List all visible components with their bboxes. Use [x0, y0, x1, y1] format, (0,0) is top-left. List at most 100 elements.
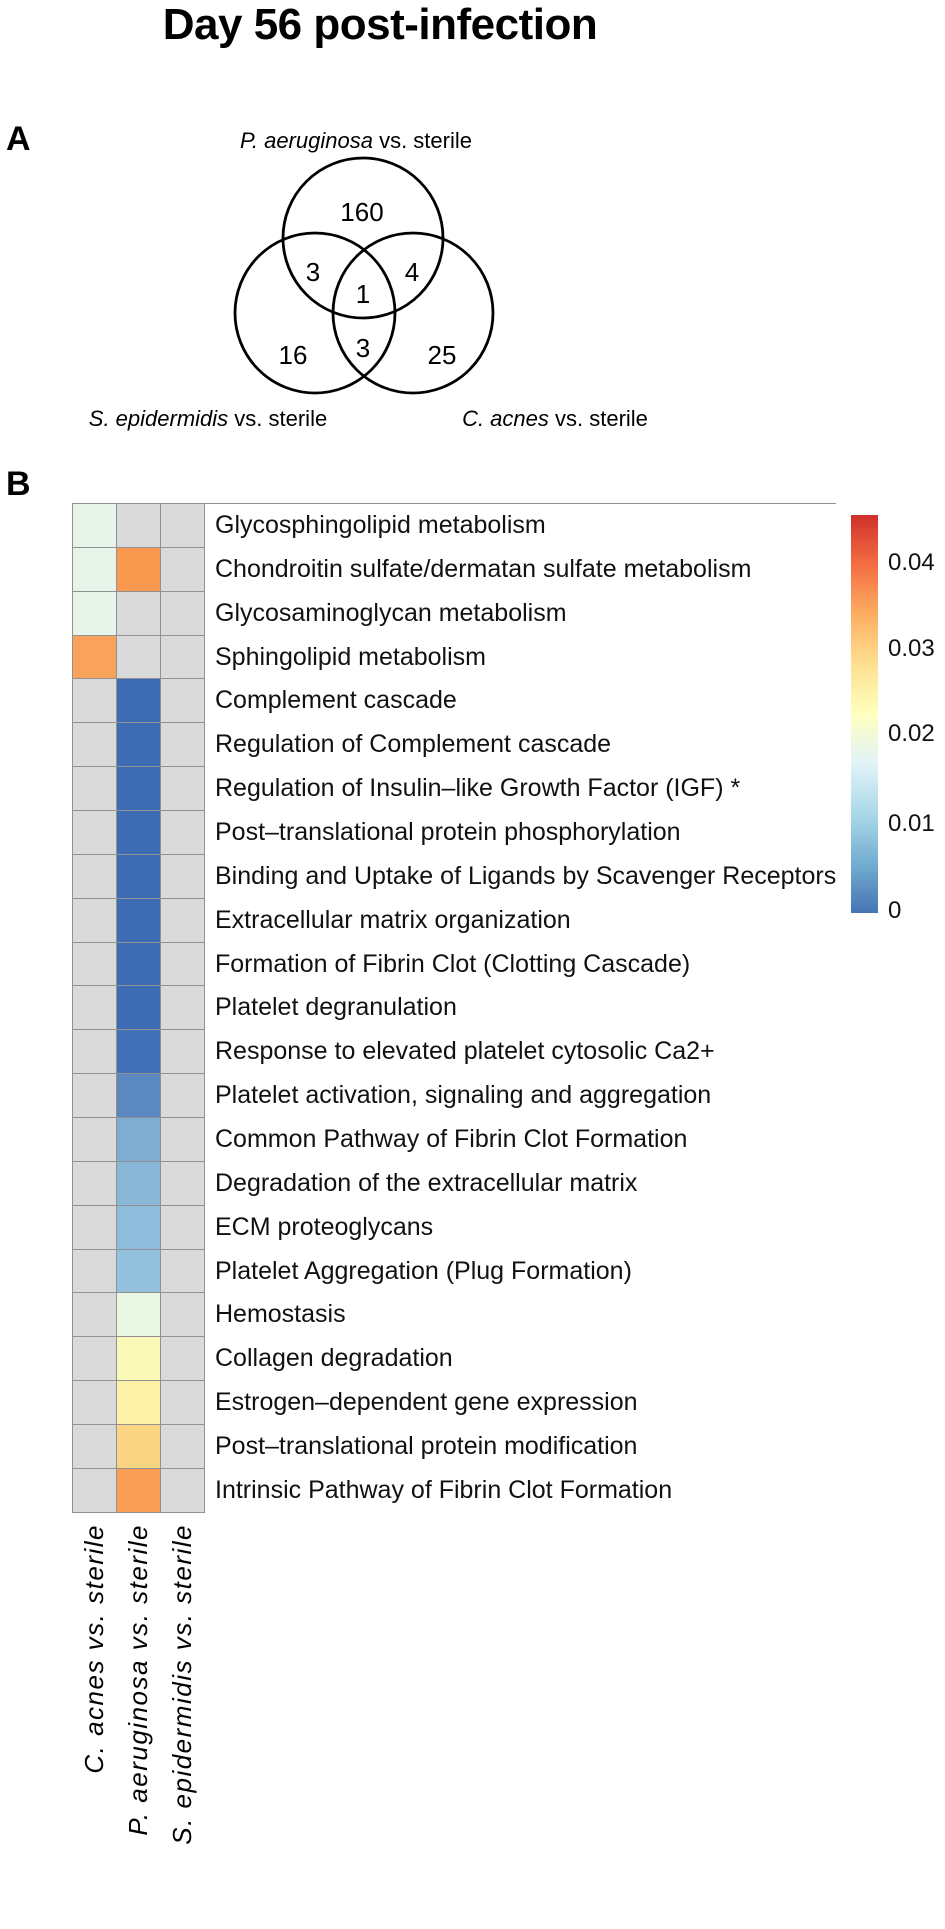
heatmap-cell	[117, 898, 161, 943]
pathway-label: Extracellular matrix organization	[215, 905, 571, 934]
heatmap-row: Hemostasis	[73, 1293, 836, 1338]
heatmap-cell	[73, 635, 117, 680]
heatmap-row: Intrinsic Pathway of Fibrin Clot Formati…	[73, 1468, 836, 1513]
venn-set-label-bottom-right: C. acnes vs. sterile	[435, 406, 675, 432]
pathway-label: Degradation of the extracellular matrix	[215, 1168, 638, 1197]
venn-set-label-top: P. aeruginosa vs. sterile	[156, 128, 556, 154]
heatmap-row: Platelet activation, signaling and aggre…	[73, 1074, 836, 1119]
heatmap-row: Chondroitin sulfate/dermatan sulfate met…	[73, 547, 836, 592]
panel-a-label: A	[6, 120, 31, 158]
pathway-label: Post–translational protein modification	[215, 1432, 638, 1461]
heatmap-column-label-p-aeruginosa: P. aeruginosa vs. sterile	[123, 1524, 153, 1836]
colorbar-tick-001: 0.01	[888, 810, 935, 837]
heatmap-cell	[117, 679, 161, 724]
heatmap-cell	[73, 1118, 117, 1162]
heatmap-cell	[161, 811, 205, 855]
venn-count-pa-only: 160	[340, 197, 384, 227]
heatmap-cell	[117, 1381, 161, 1426]
colorbar-tick-0: 0	[888, 897, 902, 924]
heatmap-cell	[73, 504, 117, 548]
heatmap-cell	[73, 1468, 117, 1513]
heatmap-cell	[117, 1293, 161, 1338]
heatmap-cell	[73, 986, 117, 1031]
heatmap-cell	[73, 723, 117, 768]
pathway-label: Platelet degranulation	[215, 993, 457, 1022]
heatmap-row: Regulation of Complement cascade	[73, 723, 836, 768]
heatmap-cell	[117, 1118, 161, 1162]
pathway-label: Complement cascade	[215, 686, 457, 715]
venn-count-pa-se: 3	[305, 257, 321, 287]
venn-count-ca-only: 25	[427, 340, 457, 370]
heatmap-cell	[161, 1425, 205, 1469]
heatmap-cell	[73, 1337, 117, 1382]
heatmap-cell	[161, 1030, 205, 1075]
heatmap-cell	[161, 635, 205, 680]
heatmap-cell	[161, 767, 205, 812]
heatmap-cell	[73, 942, 117, 987]
heatmap-cell	[73, 1205, 117, 1250]
pathway-label: ECM proteoglycans	[215, 1212, 434, 1241]
colorbar-tick-003: 0.03	[888, 635, 935, 662]
heatmap-row: Common Pathway of Fibrin Clot Formation	[73, 1118, 836, 1162]
heatmap-cell	[73, 1425, 117, 1469]
venn-set-species-top: P. aeruginosa	[240, 128, 373, 153]
heatmap-cell	[117, 1249, 161, 1294]
venn-set-species-bottom-right: C. acnes	[462, 406, 549, 431]
pathway-label: Post–translational protein phosphorylati…	[215, 818, 681, 847]
heatmap-cell	[161, 1074, 205, 1119]
heatmap-cell	[73, 767, 117, 812]
pathway-label: Binding and Uptake of Ligands by Scaveng…	[215, 861, 837, 890]
venn-circle-s-epidermidis	[233, 231, 397, 395]
venn-count-se-ca: 3	[355, 333, 371, 363]
heatmap-row: Post–translational protein phosphorylati…	[73, 811, 836, 855]
heatmap-row: Extracellular matrix organization	[73, 898, 836, 943]
heatmap-cell	[73, 591, 117, 636]
venn-set-rest-top: vs. sterile	[372, 128, 472, 153]
pathway-label: Platelet Aggregation (Plug Formation)	[215, 1256, 632, 1285]
heatmap-cell	[161, 1337, 205, 1382]
heatmap-cell	[73, 1161, 117, 1206]
pathway-label: Regulation of Complement cascade	[215, 730, 612, 759]
heatmap-row: Complement cascade	[73, 679, 836, 724]
heatmap-cell	[73, 1074, 117, 1119]
heatmap-cell	[73, 854, 117, 899]
heatmap-row: Platelet degranulation	[73, 986, 836, 1031]
heatmap-cell	[117, 986, 161, 1031]
heatmap-row: Glycosaminoglycan metabolism	[73, 591, 836, 636]
heatmap-cell	[161, 591, 205, 636]
heatmap-cell	[161, 1161, 205, 1206]
venn-set-species-bottom-left: S. epidermidis	[88, 406, 229, 431]
colorbar-tick-004: 0.04	[888, 549, 935, 576]
venn-diagram	[233, 156, 495, 395]
heatmap-row: Post–translational protein modification	[73, 1425, 836, 1469]
pathway-label: Collagen degradation	[215, 1344, 453, 1373]
pathway-label: Sphingolipid metabolism	[215, 642, 486, 671]
pathway-label: Estrogen–dependent gene expression	[215, 1388, 638, 1417]
heatmap-row: Sphingolipid metabolism	[73, 635, 836, 680]
heatmap-cell	[161, 986, 205, 1031]
heatmap-column-label-s-epidermidis: S. epidermidis vs. sterile	[167, 1524, 197, 1845]
venn-count-se-only: 16	[278, 340, 308, 370]
heatmap-cell	[117, 1425, 161, 1469]
pathway-label: Common Pathway of Fibrin Clot Formation	[215, 1125, 688, 1154]
heatmap-cell	[73, 1030, 117, 1075]
pathway-label: Formation of Fibrin Clot (Clotting Casca…	[215, 949, 691, 978]
pathway-label: Intrinsic Pathway of Fibrin Clot Formati…	[215, 1475, 673, 1504]
heatmap-cell	[117, 1205, 161, 1250]
venn-set-rest-bottom-right: vs. sterile	[548, 406, 648, 431]
heatmap-cell	[117, 942, 161, 987]
heatmap-cell	[117, 1161, 161, 1206]
panel-b-label: B	[6, 465, 31, 503]
figure-title: Day 56 post-infection	[162, 0, 598, 49]
heatmap-cell	[161, 1381, 205, 1426]
heatmap-cell	[73, 679, 117, 724]
heatmap-row: Binding and Uptake of Ligands by Scaveng…	[73, 854, 837, 899]
pathway-label: Platelet activation, signaling and aggre…	[215, 1081, 712, 1110]
venn-circle-c-acnes	[331, 231, 495, 395]
heatmap-row: Collagen degradation	[73, 1337, 836, 1382]
heatmap-column-label-c-acnes: C. acnes vs. sterile	[79, 1524, 109, 1774]
heatmap-cell	[117, 854, 161, 899]
heatmap-row: ECM proteoglycans	[73, 1205, 836, 1250]
